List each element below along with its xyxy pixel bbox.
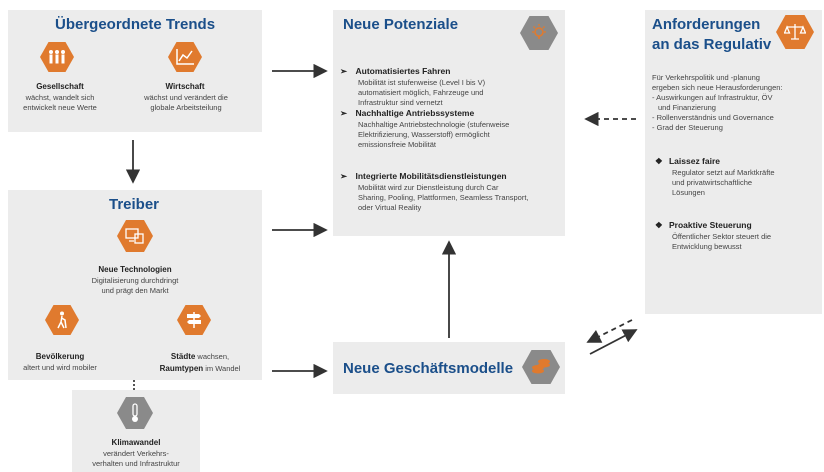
regulativ-intro-line-2: - Auswirkungen auf Infrastruktur, ÖV [652, 93, 773, 102]
klima-title: Klimawandel [111, 438, 161, 447]
potenzial-head-1-text: Nachhaltige Antriebssysteme [355, 108, 475, 118]
potenzial-2-line-0: Mobilität wird zur Dienstleistung durch … [358, 183, 499, 192]
potenzial-1-line-1: Elektrifizierung, Wasserstoff) ermöglich… [358, 130, 490, 139]
people-icon [40, 42, 74, 72]
bev-text: altert und wird mobiler [23, 363, 97, 372]
tech-text1: Digitalisierung durchdringt [91, 276, 179, 285]
regulativ-title-2: an das Regulativ [652, 36, 772, 53]
staedte-text: wachsen, [195, 352, 230, 361]
klima-text2: verhalten und Infrastruktur [92, 459, 180, 468]
arrow-geschaeft-to-regulativ [589, 329, 638, 355]
proaktiv-line-1: Entwicklung bewusst [672, 242, 742, 251]
gesellschaft-title: Gesellschaft [36, 82, 84, 91]
staedte-title: Städte [170, 352, 196, 361]
regulativ-intro: Für Verkehrspolitik und -planung ergeben… [652, 73, 783, 133]
potenzial-1-line-2: emissionsfreie Mobilität [358, 140, 436, 149]
wirtschaft-text2: globale Arbeitsteilung [150, 103, 222, 112]
potenzial-body-0: Mobilität ist stufenweise (Level I bis V… [358, 78, 485, 108]
raum-text: im Wandel [203, 364, 241, 373]
regulativ-intro-line-4: - Rollenverständnis und Governance [652, 113, 774, 122]
regulativ-intro-line-1: ergeben sich neue Herausforderungen: [652, 83, 783, 92]
potenzial-head-0: ➢ Automatisiertes Fahren [340, 66, 451, 76]
laissez-line-1: und privatwirtschaftliche [672, 178, 753, 187]
regulativ-intro-line-3: und Finanzierung [658, 103, 716, 112]
laissez-line-0: Regulator setzt auf Marktkräfte [672, 168, 775, 177]
chart-icon [168, 42, 202, 72]
potenzial-0-line-0: Mobilität ist stufenweise (Level I bis V… [358, 78, 486, 87]
thermometer-icon [117, 397, 153, 429]
proaktiv-head: ❖ Proaktive Steuerung [655, 220, 752, 230]
klima-text1: verändert Verkehrs- [103, 449, 169, 458]
signpost-icon [177, 305, 211, 335]
raum-title: Raumtypen [159, 364, 204, 373]
regulativ-intro-line-0: Für Verkehrspolitik und -planung [652, 73, 760, 82]
potenzial-head-0-text: Automatisiertes Fahren [355, 66, 451, 76]
potenziale-title: Neue Potenziale [343, 16, 459, 33]
potenzial-head-2-text: Integrierte Mobilitätsdienstleistungen [355, 171, 507, 181]
potenzial-body-1: Nachhaltige Antriebstechnologie (stufenw… [358, 120, 509, 150]
laissez-body: Regulator setzt auf Marktkräfte und priv… [672, 168, 775, 198]
potenzial-2-line-1: Sharing, Pooling, Plattformen, Seamless … [358, 193, 529, 202]
tech-title: Neue Technologien [98, 265, 172, 274]
laissez-head: ❖ Laissez faire [655, 156, 721, 166]
raum-line: Raumtypen im Wandel [140, 364, 260, 374]
potenzial-head-2: ➢ Integrierte Mobilitätsdienstleistungen [340, 171, 507, 181]
regulativ-panel [645, 10, 822, 314]
staedte-line: Städte wachsen, [140, 352, 260, 362]
potenzial-0-line-1: automatisiert möglich, Fahrzeuge und [358, 88, 484, 97]
potenzial-2-line-2: oder Virtual Reality [358, 203, 422, 212]
dotted-connector [133, 380, 137, 390]
gesellschaft-text2: entwickelt neue Werte [23, 103, 97, 112]
gesellschaft-text1: wächst, wandelt sich [25, 93, 95, 102]
treiber-title: Treiber [109, 196, 160, 213]
proaktiv-head-text: Proaktive Steuerung [668, 220, 752, 230]
bev-title: Bevölkerung [35, 352, 85, 361]
wirtschaft-title: Wirtschaft [165, 82, 205, 91]
potenzial-body-2: Mobilität wird zur Dienstleistung durch … [358, 183, 529, 213]
potenzial-0-line-2: Infrastruktur sind vernetzt [358, 98, 443, 107]
proaktiv-line-0: Öffentlicher Sektor steuert die [672, 232, 772, 241]
trends-title: Übergeordnete Trends [55, 16, 216, 33]
regulativ-title-1: Anforderungen [652, 16, 761, 33]
potenzial-head-1: ➢ Nachhaltige Antriebssysteme [340, 108, 475, 118]
proaktiv-body: Öffentlicher Sektor steuert die Entwickl… [672, 232, 771, 252]
laissez-head-text: Laissez faire [668, 156, 721, 166]
geschaeft-title: Neue Geschäftsmodelle [343, 360, 514, 377]
potenzial-1-line-0: Nachhaltige Antriebstechnologie (stufenw… [358, 120, 510, 129]
laissez-line-2: Lösungen [672, 188, 705, 197]
potenziale-panel [333, 10, 565, 236]
tech-text2: und prägt den Markt [101, 286, 169, 295]
regulativ-intro-line-5: - Grad der Steuerung [652, 123, 723, 132]
wirtschaft-text1: wächst und verändert die [144, 93, 228, 102]
arrow-regulativ-to-geschaeft-dashed [586, 319, 633, 343]
